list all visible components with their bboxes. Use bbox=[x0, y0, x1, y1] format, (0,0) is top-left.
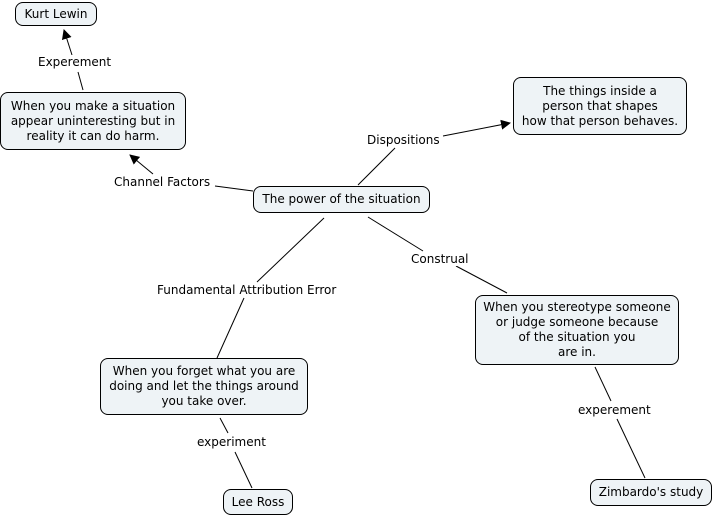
line-central-to-channel bbox=[214, 185, 254, 192]
concept-construal-definition[interactable]: When you stereotype someone or judge som… bbox=[475, 295, 679, 365]
line-central-to-fae bbox=[256, 217, 325, 283]
concept-kurt-lewin[interactable]: Kurt Lewin bbox=[15, 2, 97, 26]
line-dispositions-to-def bbox=[442, 119, 511, 137]
line-channel-def-to-experement bbox=[77, 71, 84, 91]
link-label-construal: Construal bbox=[409, 252, 471, 266]
link-label-dispositions: Dispositions bbox=[365, 133, 442, 147]
line-fae-to-def bbox=[216, 297, 245, 359]
line-central-to-construal bbox=[367, 216, 424, 252]
link-label-experement-kurt: Experement bbox=[36, 55, 114, 69]
link-label-fundamental-attribution-error: Fundamental Attribution Error bbox=[155, 283, 339, 297]
concept-zimbardos-study[interactable]: Zimbardo's study bbox=[590, 479, 712, 506]
concept-lee-ross[interactable]: Lee Ross bbox=[223, 489, 293, 515]
link-label-experement-zimbardo: experement bbox=[576, 403, 653, 417]
line-construal-def-to-experement bbox=[594, 366, 612, 402]
line-experiment-to-lee bbox=[234, 451, 253, 489]
line-central-to-dispositions bbox=[357, 147, 396, 186]
concept-channel-factors-definition[interactable]: When you make a situation appear uninter… bbox=[0, 92, 186, 150]
link-label-channel-factors: Channel Factors bbox=[112, 175, 213, 189]
line-channel-to-def bbox=[129, 154, 154, 175]
line-construal-to-def bbox=[455, 265, 508, 294]
concept-dispositions-definition[interactable]: The things inside a person that shapes h… bbox=[513, 77, 687, 135]
link-label-experiment-lee-ross: experiment bbox=[195, 435, 268, 449]
concept-fae-definition[interactable]: When you forget what you are doing and l… bbox=[100, 358, 308, 415]
line-fae-def-to-experiment bbox=[219, 417, 229, 434]
line-experement-to-zimbardo bbox=[616, 418, 646, 479]
line-experement-to-kurt bbox=[61, 29, 73, 56]
concept-central-power-of-situation[interactable]: The power of the situation bbox=[253, 186, 430, 213]
